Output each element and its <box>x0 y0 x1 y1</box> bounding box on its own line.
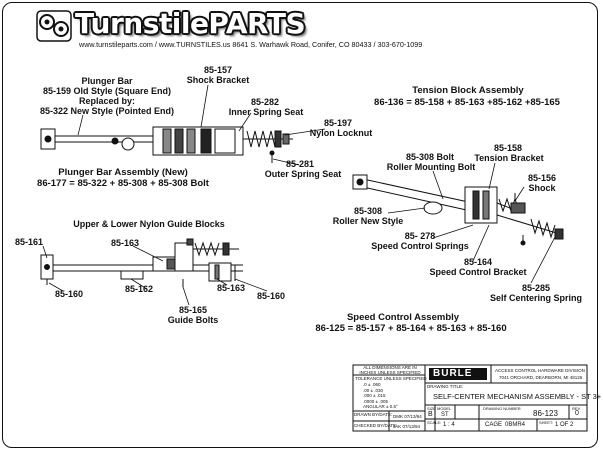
label-replaced-by: Replaced by: <box>78 96 136 106</box>
label-roller-bolt: Roller Mounting Bolt <box>386 162 476 172</box>
tb-drawing-number-label: DRAWING NUMBER <box>483 406 521 411</box>
tb-tol-row: ANGULAR ± 0.5° <box>363 404 398 410</box>
label-self-center: Self Centering Spring <box>489 293 582 303</box>
label-shock-num: 85-156 <box>527 173 557 183</box>
label-85-162: 85-162 <box>124 284 154 294</box>
tb-drawing-title: SELF-CENTER MECHANISM ASSEMBLY - ST 3+ <box>433 392 602 401</box>
tb-size-label: SIZE <box>427 406 436 411</box>
leader-lines <box>42 84 556 306</box>
label-roller-new-num: 85-308 <box>353 206 383 216</box>
label-outer-seat-num: 85-281 <box>285 159 315 169</box>
turnstileparts-logo-text: TurnstilePARTS <box>75 7 306 40</box>
tb-sheet: 1 OF 2 <box>555 422 574 428</box>
label-speed-bracket: Speed Control Bracket <box>429 267 527 277</box>
label-roller-bolt-num: 85-308 Bolt <box>405 152 455 162</box>
label-nylon-locknut-num: 85-197 <box>323 118 353 128</box>
label-guide-bolts-num: 85-165 <box>178 305 208 315</box>
label-tension-assembly-title: Tension Block Assembly <box>412 85 524 96</box>
tension-block-drawing <box>352 174 564 246</box>
label-speed-assembly-formula: 86-125 = 85-157 + 85-164 + 85-163 + 85-1… <box>315 323 507 334</box>
tb-drawing-number: 86-123 <box>533 409 558 418</box>
tb-tolerance-header: TOLERANCE UNLESS SPECIFIED <box>355 376 427 381</box>
label-speed-springs: Speed Control Springs <box>371 241 469 251</box>
tb-checked-by: JAK 07/13/94 <box>393 424 421 429</box>
label-outer-seat: Outer Spring Seat <box>264 169 342 179</box>
label-shock: Shock <box>528 183 556 193</box>
label-tension-bracket-num: 85-158 <box>493 143 523 153</box>
speed-control-drawing <box>40 238 243 287</box>
burle-logo-box <box>429 368 487 380</box>
label-guide-blocks-title: Upper & Lower Nylon Guide Blocks <box>73 219 225 229</box>
label-inner-seat: Inner Spring Seat <box>228 107 304 117</box>
tb-scale-label: SCALE: <box>427 420 442 425</box>
label-speed-assembly-title: Speed Control Assembly <box>346 312 460 323</box>
plunger-bar-drawing <box>40 126 293 163</box>
label-old-style: 85-159 Old Style (Square End) <box>42 86 172 96</box>
tb-model: ST <box>441 412 449 418</box>
label-tension-bracket: Tension Bracket <box>474 153 544 163</box>
tb-tol-row: .0 ± .060 <box>363 382 381 387</box>
tb-tol-row: .0000 ± .005 <box>363 398 388 404</box>
label-85-160-left: 85-160 <box>54 289 84 299</box>
tb-model-label: MODEL <box>437 406 452 411</box>
tb-cage: 0BMR4 <box>505 422 526 428</box>
label-speed-bracket-num: 85-164 <box>463 257 493 267</box>
tb-brand-logo: BURLE <box>433 368 473 379</box>
label-roller-new: Roller New Style <box>332 216 404 226</box>
tb-scale: 1 : 4 <box>443 422 455 428</box>
tb-drawing-title-label: DRAWING TITLE: <box>427 384 464 389</box>
tb-rev: 0 <box>575 410 579 417</box>
parts-diagram-drawing <box>36 10 588 432</box>
tb-tolerance-rows: .0 ± .060 .00 ± .030 .000 ± .015 .0000 ±… <box>363 382 398 410</box>
tb-drawn-by: DMK 07/13/94 <box>393 414 422 419</box>
label-85-161: 85-161 <box>14 237 44 247</box>
label-guide-bolts: Guide Bolts <box>167 315 219 325</box>
tb-address: 7041 ORCHARD, DEARBORN, MI 48126 <box>499 375 583 380</box>
tb-rev-label: REV <box>572 406 581 411</box>
label-plunger-assembly-formula: 86-177 = 85-322 + 85-308 + 85-308 Bolt <box>37 178 209 189</box>
label-inner-seat-num: 85-282 <box>250 97 280 107</box>
label-85-163-upper: 85-163 <box>110 238 140 248</box>
label-new-style: 85-322 New Style (Pointed End) <box>39 106 175 116</box>
title-block-lines <box>352 364 588 432</box>
tb-sheet-label: SHEET: <box>539 420 554 425</box>
label-85-163-lower: 85-163 <box>216 283 246 293</box>
tb-tol-row: .00 ± .030 <box>363 387 383 393</box>
tb-checked-by-label: CHECKED BY/DATE: <box>354 423 398 428</box>
tb-tol-row: .000 ± .015 <box>363 393 386 399</box>
tb-size: B <box>428 411 433 418</box>
tb-cage-label: CAGE <box>485 422 503 428</box>
label-tension-assembly-formula: 86-136 = 85-158 + 85-163 +85-162 +85-165 <box>374 97 560 108</box>
label-85-160-right: 85-160 <box>256 291 286 301</box>
label-shock-bracket-num: 85-157 <box>203 65 233 75</box>
tb-division: ACCESS CONTROL HARDWARE DIVISION <box>495 368 585 373</box>
label-shock-bracket: Shock Bracket <box>186 75 250 85</box>
label-nylon-locknut: Nylon Locknut <box>309 128 373 138</box>
tb-drawn-by-label: DRAWN BY/DATE: <box>354 412 393 417</box>
tb-dims-note: ALL DIMENSIONS ARE IN INCHES UNLESS SPEC… <box>359 365 421 375</box>
diagram-frame: TurnstilePARTS www.turnstileparts.com / … <box>2 2 602 448</box>
logo-gear-icon <box>36 10 72 42</box>
header-contact-line: www.turnstileparts.com / www.TURNSTILES.… <box>79 40 423 49</box>
label-self-center-num: 85-285 <box>521 283 551 293</box>
label-plunger-bar: Plunger Bar <box>81 76 133 86</box>
label-plunger-assembly-title: Plunger Bar Assembly (New) <box>58 167 188 178</box>
label-speed-springs-num: 85- 278 <box>404 231 436 241</box>
